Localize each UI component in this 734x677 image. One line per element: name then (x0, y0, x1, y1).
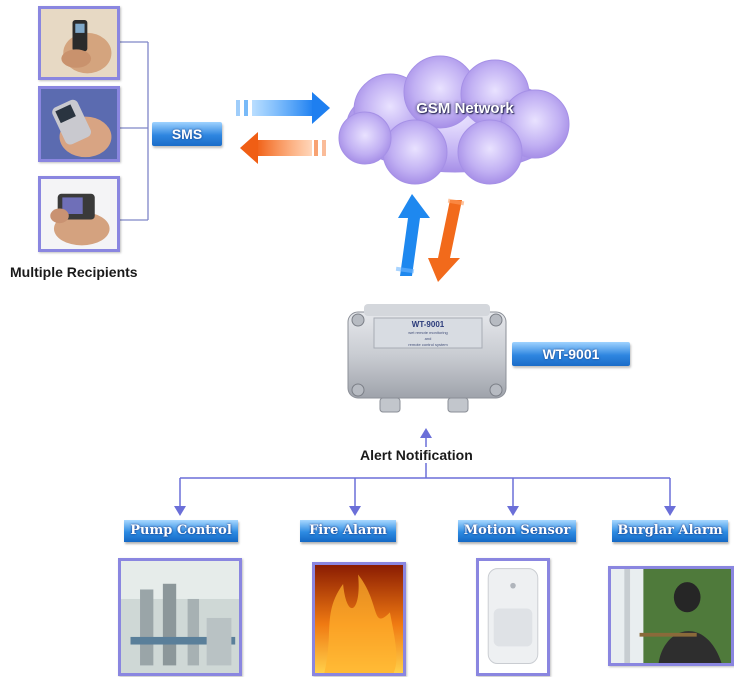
gsm-network-label: GSM Network (416, 100, 514, 117)
wt-9001-device-image (347, 304, 507, 413)
device-panel-sub1: wet remote monitoring (408, 330, 448, 335)
device-panel-title: WT-9001 (411, 320, 445, 329)
category-motion-sensor: Motion Sensor (458, 520, 576, 542)
multiple-recipients-label: Multiple Recipients (10, 264, 138, 280)
phone-photo-1 (38, 6, 120, 80)
fire-alarm-photo (312, 562, 406, 676)
pump-control-photo (118, 558, 242, 676)
device-panel-sub2: and (424, 336, 432, 341)
network-device-arrows (395, 194, 465, 282)
device-panel-sub3: remote control system (408, 342, 448, 347)
category-pump-control: Pump Control (124, 520, 238, 542)
wt-9001-badge: WT-9001 (512, 342, 630, 366)
alert-notification-label: Alert Notification (358, 447, 475, 463)
gsm-network-cloud (338, 55, 570, 185)
phone-photo-3 (38, 176, 120, 252)
motion-sensor-photo (476, 558, 550, 676)
phone-photo-2 (38, 86, 120, 162)
arrow-down-orange-icon (428, 198, 465, 282)
arrow-right-blue-icon (236, 92, 330, 124)
arrow-up-blue-icon (395, 194, 430, 276)
sms-badge: SMS (152, 122, 222, 146)
burglar-alarm-photo (608, 566, 734, 666)
category-burglar-alarm: Burglar Alarm (612, 520, 728, 542)
sms-arrows (236, 92, 330, 164)
category-fire-alarm: Fire Alarm (300, 520, 396, 542)
arrow-left-orange-icon (240, 132, 326, 164)
